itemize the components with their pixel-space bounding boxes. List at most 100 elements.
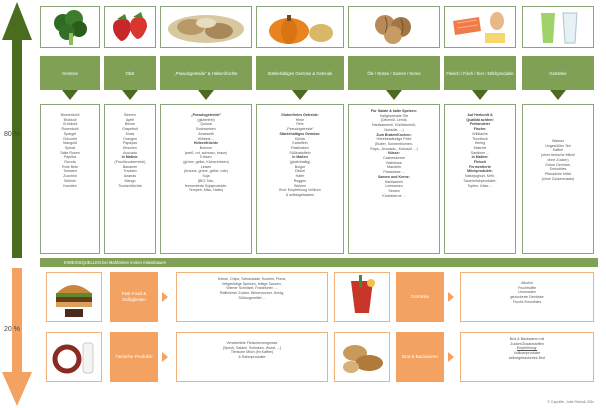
copyright: © Capulife, Julia Steindl, BSc: [547, 400, 594, 404]
list-item: Reis: [296, 122, 304, 127]
treat-list: Verarbeitete Fleischerzeugnisse (Speck, …: [176, 332, 328, 382]
list-item: Rucola: [64, 160, 76, 165]
list-item: Raps-, Avocado-, Kokosöl, ...): [370, 146, 418, 151]
treat-label: Tierische Produkte: [110, 332, 158, 382]
list-heading: Samen und Kerne:: [378, 174, 410, 179]
list-item: Wildlachs: [472, 131, 488, 136]
group-list: Wasser Ungesüßter Tee Kaffee (ohne tieri…: [522, 104, 594, 254]
list-item: Hafer: [295, 174, 305, 179]
list-heading: „Pseudogetreide": [190, 113, 222, 117]
list-item: Ungesüßter Tee: [545, 143, 571, 148]
list-heading: Milchprodukte:: [467, 169, 493, 174]
grains-image: [160, 6, 252, 48]
list-item: Kiwis: [125, 131, 135, 136]
list-item: Kirschen: [123, 145, 137, 150]
list-item: Wildreis ...: [197, 136, 215, 141]
list-item: Bohnen: [199, 145, 213, 150]
list-item: „Pseudogetreide": [286, 127, 314, 132]
percent-80-label: 80 %: [4, 131, 20, 138]
list-item: Smoothies: [549, 167, 567, 172]
list-item: Spinat: [64, 145, 76, 150]
list-item: Limonaden: [518, 290, 536, 295]
list-item: fermentierte Sojaprodukte:: [184, 183, 228, 188]
sausage-milk-image: [46, 332, 102, 382]
salmon-egg-image: [444, 6, 516, 48]
list-item: Grünkohl: [62, 122, 78, 127]
list-heading: Freilandeier: [469, 122, 491, 127]
list-item: Papayas: [123, 141, 137, 146]
strawberries-image: [104, 6, 156, 48]
list-item: Kürbis: [294, 136, 306, 141]
list-item: Trockenfrüchte: [118, 183, 142, 188]
list-item: Amaranth: [198, 131, 214, 136]
list-heading: Qualität achten!: [466, 117, 494, 122]
treat-list: Kekse, Chips, Schokolade, Kuchen, Pizza,…: [176, 272, 328, 322]
list-item: & selbstgebacken: [285, 192, 315, 197]
list-item: Salte Rosen: [60, 150, 80, 155]
list-item: Cashewkerne: [383, 156, 405, 161]
down-arrow-icon: [292, 90, 308, 100]
glasses-image: [522, 6, 594, 48]
list-item: Zucchini: [63, 174, 77, 179]
list-item: Wasser: [551, 139, 565, 143]
treat-label: Getränke: [396, 272, 444, 322]
list-item: Kaltgepresste Öle: [379, 113, 409, 118]
list-item: Kekse, Chips, Schokolade, Kuchen, Pizza,: [218, 277, 286, 281]
list-item: Paranüsse ...: [383, 170, 405, 175]
list-item: selbstgebackenes Brot: [508, 355, 546, 360]
list-item: (BIO-Tofu,: [197, 178, 215, 183]
list-item: (Speck, Salami, Schinken, Wurst, ...): [222, 345, 282, 350]
list-item: Süßungsmittel ...: [238, 295, 266, 300]
list-item: Wiener Schnitzel, Frankfurter, ...: [226, 286, 278, 291]
list-item: (glutenhaltig): [289, 160, 311, 165]
list-item: Fruchtsäfte: [518, 285, 536, 290]
list-item: Hirse: [295, 117, 305, 122]
list-item: fettgebildige Speisen, fettige Saucen,: [222, 281, 282, 286]
list-item: Blumenkohl: [60, 113, 80, 117]
list-item: Erbsen: [200, 155, 212, 160]
down-arrow-icon: [472, 90, 488, 100]
list-item: (ohne tierische Milch/: [541, 153, 575, 158]
list-item: Mango: [124, 178, 136, 183]
list-heading: Hülsenfrüchte: [193, 141, 219, 146]
list-item: Linsen: [200, 164, 212, 169]
list-item: Trauben: [123, 169, 137, 174]
list-item: Verarbeitete Fleischerzeugnisse: [226, 341, 278, 345]
list-item: Buchweizen: [196, 127, 216, 132]
group-list: „Pseudogetreide" (glutenfrei) Quinoa Buc…: [160, 104, 252, 254]
group-title: Fleisch / Fisch / Eier / Milchprodukte: [444, 56, 516, 90]
list-heading: Fleisch: [473, 160, 487, 165]
list-item: (Olivenöl, Leinöl,: [380, 118, 408, 123]
list-item: Birnen: [124, 122, 136, 127]
list-item: Tempeh, Miso, Natto): [188, 188, 224, 193]
pumpkin-image: [256, 6, 344, 48]
burger-image: [46, 272, 102, 322]
list-item: Sellerie: [64, 178, 76, 183]
list-item: Hitzebeständige Fette: [376, 137, 412, 142]
list-item: Bananen: [122, 164, 138, 169]
list-heading: Stärkehaltiges Gemüse:: [279, 131, 321, 136]
list-item: Rosenkohl: [61, 127, 79, 132]
right-arrow-icon: [162, 352, 168, 362]
group-list: Auf Herkunft & Qualität achten! Freiland…: [444, 104, 516, 254]
list-item: (ohne Zuckerzusatz): [541, 176, 575, 181]
list-item: gezuckerte Getränke: [510, 295, 544, 300]
list-item: Frucht-Smoothies: [512, 299, 542, 304]
list-item: Topfen, Käse ...: [467, 183, 493, 188]
group-title: Gemüse: [40, 56, 100, 90]
list-item: (Butter, Sonnenblumen-: [375, 141, 413, 146]
group-title: Obst: [104, 56, 156, 90]
list-item: Soja: [202, 174, 210, 179]
group-title: Stärkehaltiges Gemüse & Getreide: [256, 56, 344, 90]
list-item: Alkohol: [521, 281, 533, 285]
list-item: Kürbiskerne ...: [382, 193, 406, 198]
list-item: Hering: [474, 141, 486, 146]
list-item: Sauermilchprodukte,: [463, 178, 497, 183]
list-item: Beeren: [124, 113, 136, 117]
list-item: Apfel: [125, 117, 135, 122]
percent-20-label: 20 %: [4, 326, 20, 333]
list-item: Brot & Backwaren mit: [509, 337, 545, 341]
list-item: ohne Zucker): [547, 157, 569, 162]
list-item: Grapefruit: [122, 127, 138, 132]
list-heading: Nüsse:: [388, 151, 400, 156]
